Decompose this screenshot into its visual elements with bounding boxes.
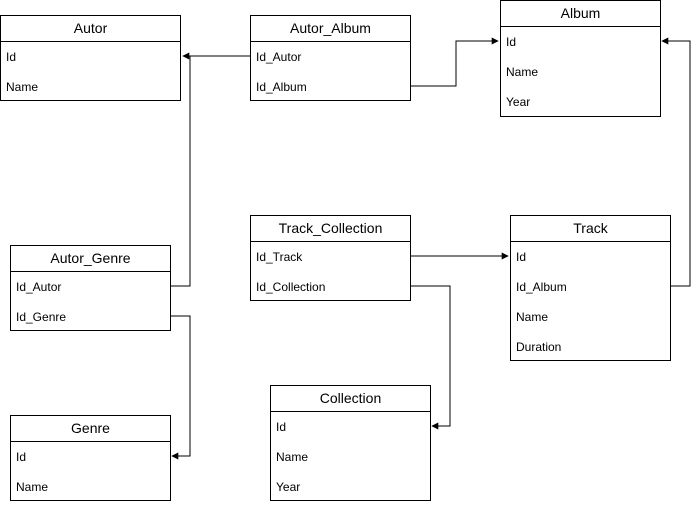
entity-title: Genre [11,416,170,442]
field-name: Name [506,65,539,79]
field-id-album: Id_Album [516,280,567,294]
field-id: Id [6,50,17,64]
relation-autorgenre-autor [170,55,191,287]
entity-autor-album[interactable]: Autor_Album Id_Autor Id_Album [250,15,411,101]
entity-genre[interactable]: Genre Id Name [10,415,171,501]
entity-title: Autor [1,16,180,42]
field-name: Name [6,80,39,94]
field-id-track: Id_Track [256,250,303,264]
relation-autoralbum-album [410,37,499,87]
entity-title: Autor_Album [251,16,410,42]
field-id-genre: Id_Genre [16,310,67,324]
entity-title: Track [511,216,670,242]
field-name: Name [276,450,309,464]
entity-track[interactable]: Track Id Id_Album Name Duration [510,215,671,361]
entity-title: Collection [271,386,430,412]
field-id-album: Id_Album [256,80,307,94]
entity-collection[interactable]: Collection Id Name Year [270,385,431,501]
field-id: Id [276,420,287,434]
field-id: Id [516,250,527,264]
field-id-collection: Id_Collection [256,280,326,294]
field-year: Year [276,480,301,494]
field-name: Name [516,310,549,324]
entity-title: Album [501,1,660,27]
entity-autor-genre[interactable]: Autor_Genre Id_Autor Id_Genre [10,245,171,331]
relation-track-album [661,37,691,287]
entity-track-collection[interactable]: Track_Collection Id_Track Id_Collection [250,215,411,301]
relation-autorgenre-genre [170,315,191,460]
entity-autor[interactable]: Autor Id Name [0,15,181,101]
field-id-autor: Id_Autor [16,280,62,294]
field-id: Id [16,450,27,464]
entity-title: Autor_Genre [11,246,170,272]
entity-title: Track_Collection [251,216,410,242]
field-duration: Duration [516,340,562,354]
field-id: Id [506,35,517,49]
entity-album[interactable]: Album Id Name Year [500,0,661,117]
field-name: Name [16,480,49,494]
field-year: Year [506,95,531,109]
relation-trackcollection-collection [410,285,451,430]
field-id-autor: Id_Autor [256,50,302,64]
